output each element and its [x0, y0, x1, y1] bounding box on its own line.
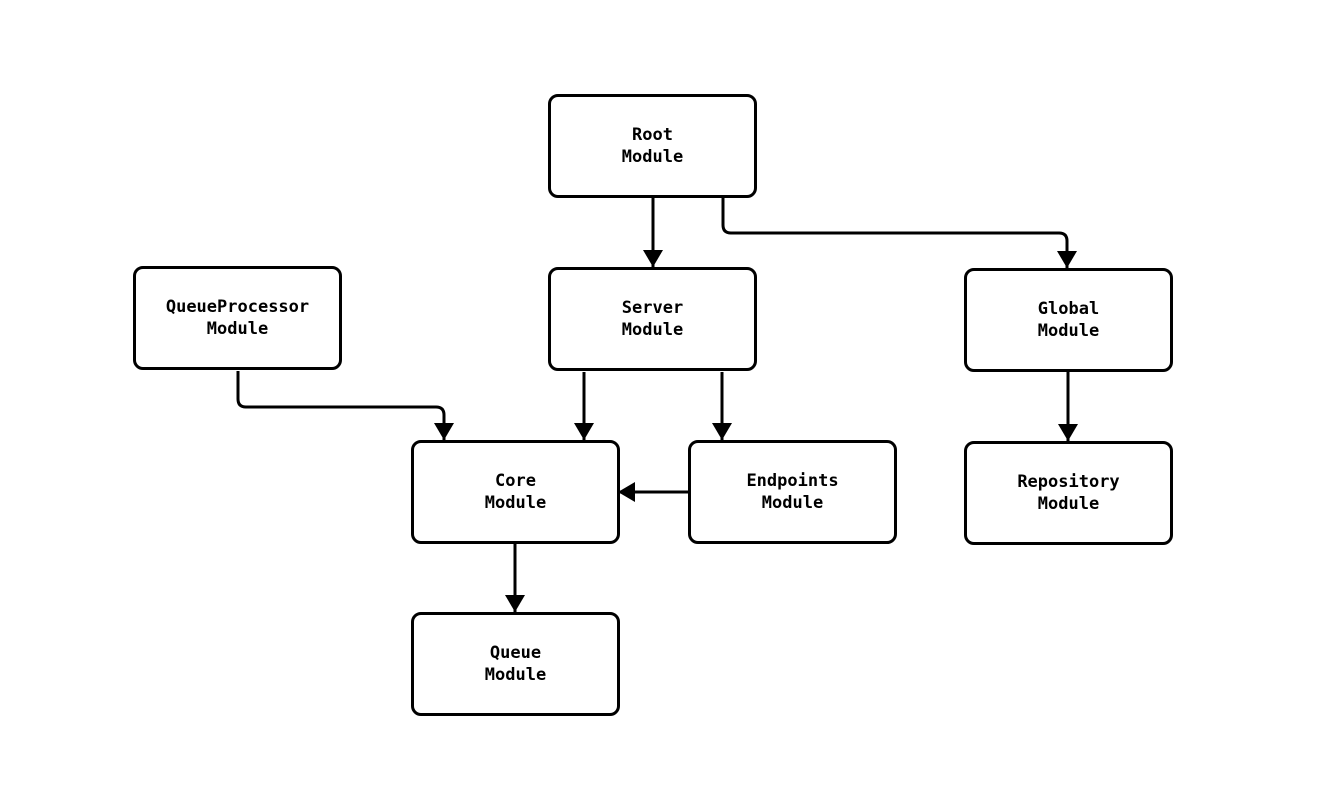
node-core-module-label: Core Module	[484, 471, 547, 513]
node-server-module-label: Server Module	[621, 298, 684, 340]
node-root-module: Root Module	[548, 94, 757, 198]
node-global-module-label: Global Module	[1037, 299, 1100, 341]
node-queueprocessor-module: QueueProcessor Module	[133, 266, 342, 370]
node-repository-module: Repository Module	[964, 441, 1173, 545]
node-global-module: Global Module	[964, 268, 1173, 372]
node-queueprocessor-module-label: QueueProcessor Module	[165, 297, 310, 339]
node-core-module: Core Module	[411, 440, 620, 544]
edge-root-to-global	[721, 198, 1077, 268]
edge-queueprocessor-to-core	[236, 371, 454, 440]
node-queue-module: Queue Module	[411, 612, 620, 716]
node-endpoints-module: Endpoints Module	[688, 440, 897, 544]
node-queue-module-label: Queue Module	[484, 643, 547, 685]
node-server-module: Server Module	[548, 267, 757, 371]
node-repository-module-label: Repository Module	[1017, 472, 1120, 514]
node-endpoints-module-label: Endpoints Module	[746, 471, 839, 513]
node-root-module-label: Root Module	[621, 125, 684, 167]
